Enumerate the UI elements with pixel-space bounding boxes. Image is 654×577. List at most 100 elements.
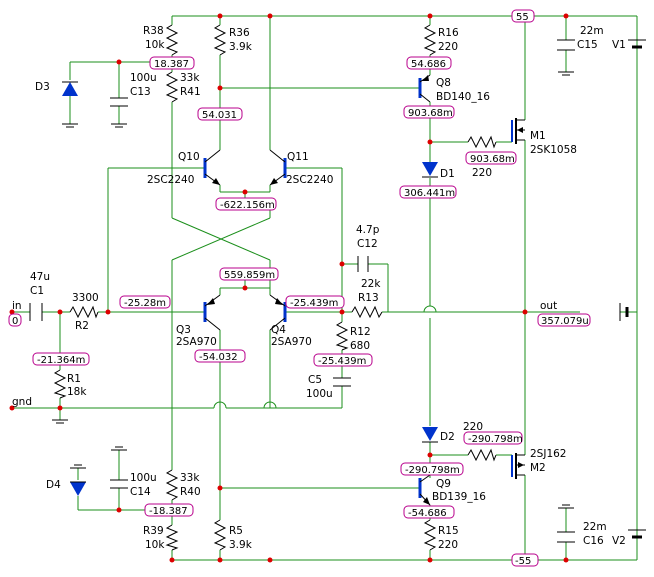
svg-text:-290.798m: -290.798m <box>405 465 460 476</box>
node-tag[interactable]: -54.032 <box>194 349 246 363</box>
wire-hops <box>213 305 437 409</box>
resistor-r41-symbol <box>165 71 179 103</box>
ground-icon <box>52 419 68 424</box>
node-tag[interactable]: -290.798m <box>463 431 523 445</box>
svg-text:-25.439m: -25.439m <box>290 298 338 309</box>
node-tag[interactable]: -55 <box>511 553 539 567</box>
resistor-r15-symbol <box>423 519 437 551</box>
node-tag[interactable]: 54.031 <box>197 107 243 121</box>
c5-name: C5 <box>308 374 322 386</box>
node-tag[interactable]: 903.68m <box>465 151 517 165</box>
v2-name: V2 <box>612 535 626 547</box>
mosfet-m2-symbol <box>511 453 525 479</box>
resistor-rg2-symbol <box>467 448 497 462</box>
c13-value: 100u <box>130 72 157 84</box>
battery-mid-symbol <box>619 303 629 321</box>
resistor-r5-symbol <box>213 519 227 551</box>
v1-name: V1 <box>612 39 626 51</box>
node-tag[interactable]: 357.079u <box>537 313 591 327</box>
r2-name: R2 <box>75 320 89 332</box>
c12-name: C12 <box>357 238 378 250</box>
r39-value: 10k <box>145 539 165 551</box>
q4-name: Q4 <box>271 324 286 336</box>
capacitor-c15-symbol <box>557 39 575 51</box>
q3-model: 2SA970 <box>176 336 217 348</box>
node-tag[interactable]: -18.387 <box>144 503 194 517</box>
q10-model: 2SC2240 <box>147 174 194 186</box>
node-tag[interactable]: -54.686 <box>403 505 455 519</box>
svg-text:-622.156m: -622.156m <box>220 200 275 211</box>
transistors <box>203 74 525 506</box>
q8-model: BD140_16 <box>436 91 490 103</box>
node-tag[interactable]: 559.859m <box>219 267 279 281</box>
q4-model: 2SA970 <box>271 336 312 348</box>
r16-value: 220 <box>438 41 458 53</box>
wires <box>12 15 638 561</box>
ground-icon <box>558 504 574 509</box>
c12-value: 4.7p <box>356 224 380 236</box>
ground-icon <box>111 446 127 451</box>
node-tag[interactable]: 903.68m <box>403 105 455 119</box>
node-tag[interactable]: -21.364m <box>32 352 90 366</box>
capacitor-c5-symbol <box>333 377 351 387</box>
node-tag[interactable]: -622.156m <box>215 197 277 211</box>
r1-name: R1 <box>67 373 81 385</box>
r15-name: R15 <box>438 525 459 537</box>
ground-icon <box>558 71 574 76</box>
resistor-rg1-symbol <box>467 135 497 149</box>
transistor-q11-symbol <box>269 149 287 186</box>
node-tag[interactable]: 306.441m <box>399 185 457 199</box>
capacitor-c1-symbol <box>29 303 43 321</box>
rg2-value: 220 <box>463 421 483 433</box>
resistor-r12-symbol <box>335 321 349 351</box>
node-voltage-tags: 55 18.387 54.686 54.031 903.68m 903.68m … <box>8 9 591 567</box>
node-tag[interactable]: 54.686 <box>406 56 452 70</box>
node-tag[interactable]: -25.28m <box>119 295 171 309</box>
resistor-r36-symbol <box>213 24 227 56</box>
resistor-r1-symbol <box>53 369 67 399</box>
svg-text:357.079u: 357.079u <box>541 316 589 327</box>
d2-name: D2 <box>440 431 455 443</box>
resistor-r16-symbol <box>423 24 437 56</box>
c14-name: C14 <box>130 486 151 498</box>
node-tag[interactable]: -25.439m <box>313 353 373 367</box>
node-tag[interactable]: 18.387 <box>149 56 195 70</box>
node-tag[interactable]: -25.439m <box>285 295 345 309</box>
r2-value: 3300 <box>72 292 99 304</box>
c14-value: 100u <box>130 472 157 484</box>
node-tag[interactable]: 0 <box>8 313 22 327</box>
diode-d4-symbol <box>70 481 86 496</box>
r41-value: 33k <box>180 72 200 84</box>
junction-dots <box>9 13 569 563</box>
node-tag[interactable]: -290.798m <box>400 462 464 476</box>
svg-text:-18.387: -18.387 <box>149 506 188 517</box>
q11-model: 2SC2240 <box>286 174 333 186</box>
q3-name: Q3 <box>176 324 191 336</box>
r36-name: R36 <box>229 27 250 39</box>
transistor-q8-symbol <box>418 74 431 103</box>
q11-name: Q11 <box>287 151 309 163</box>
ground-icon <box>70 464 86 469</box>
port-gnd-label: gnd <box>12 396 32 408</box>
node-tag[interactable]: 55 <box>511 9 535 23</box>
m1-name: M1 <box>530 130 546 142</box>
svg-text:-54.032: -54.032 <box>199 352 238 363</box>
r38-value: 10k <box>145 39 165 51</box>
transistor-q10-symbol <box>203 149 221 186</box>
port-labels: in gnd out <box>12 300 557 408</box>
r41-name: R41 <box>180 86 201 98</box>
capacitor-c14-symbol <box>110 479 128 489</box>
d4-name: D4 <box>46 479 61 491</box>
c16-value: 22m <box>583 521 607 533</box>
r13-name: R13 <box>358 292 379 304</box>
q10-name: Q10 <box>178 151 200 163</box>
svg-text:54.686: 54.686 <box>411 59 446 70</box>
transistor-q9-symbol <box>418 474 431 506</box>
capacitor-c12-symbol <box>357 256 369 272</box>
mosfet-m1-symbol <box>511 118 525 144</box>
r13-value: 22k <box>361 278 381 290</box>
ground-symbols <box>52 71 574 509</box>
svg-text:306.441m: 306.441m <box>404 188 455 199</box>
svg-text:18.387: 18.387 <box>154 59 189 70</box>
